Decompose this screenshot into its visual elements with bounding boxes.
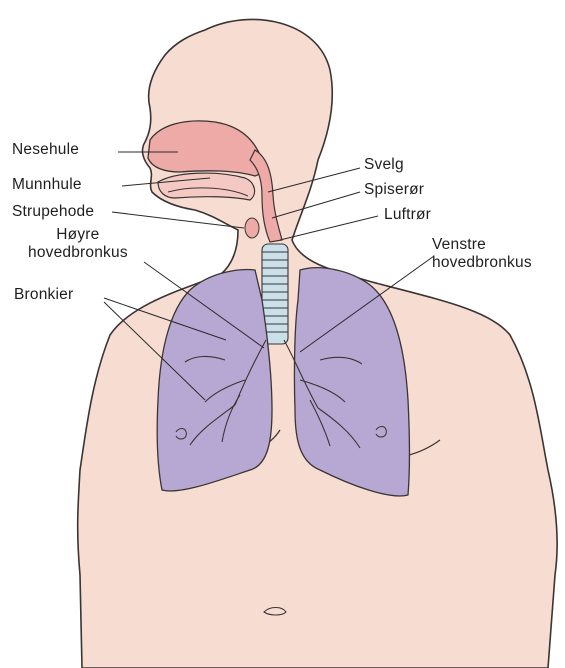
label-bronkier: Bronkier: [14, 286, 73, 304]
label-spiseror: Spiserør: [364, 181, 424, 199]
label-venstre-hovedbronkus: Venstre hovedbronkus: [432, 236, 532, 272]
label-munnhule: Munnhule: [12, 176, 82, 194]
label-hoyre-hovedbronkus: Høyre hovedbronkus: [28, 226, 128, 262]
oral-cavity-shape: [158, 173, 255, 200]
label-strupehode: Strupehode: [12, 203, 94, 221]
larynx-shape: [245, 218, 259, 238]
label-svelg: Svelg: [364, 156, 404, 174]
label-nesehule: Nesehule: [12, 141, 79, 159]
label-luftror: Luftrør: [384, 206, 431, 224]
